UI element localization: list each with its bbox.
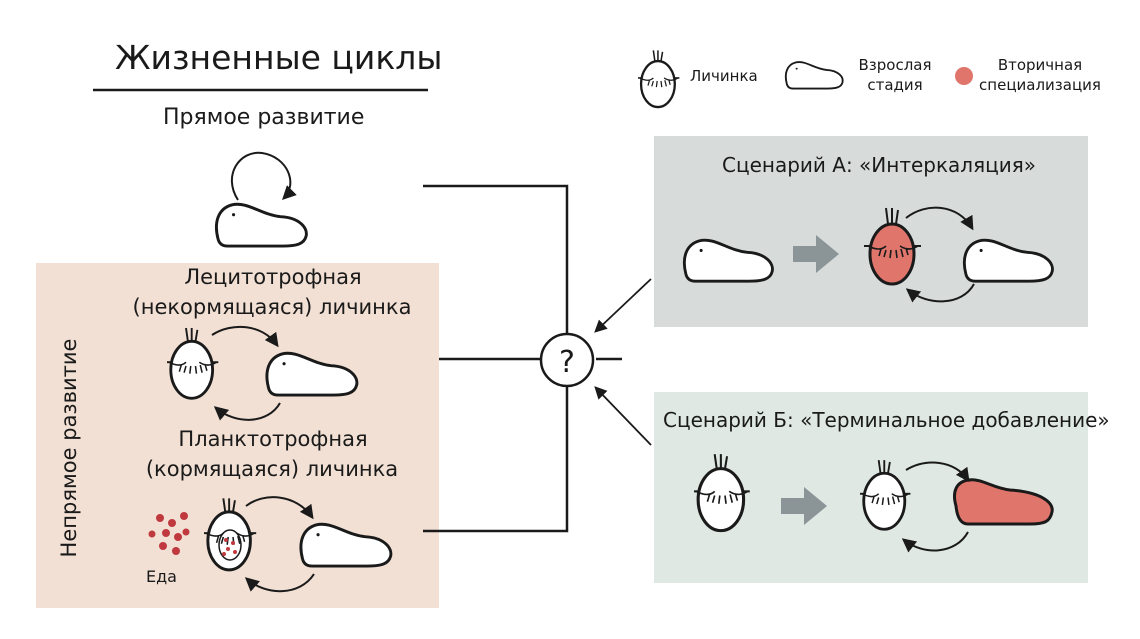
food-particles [148, 512, 190, 555]
legend-adult-line2: стадия [867, 76, 923, 94]
legend-adult-line1: Взрослая [858, 56, 932, 74]
scenario-a-secondary-larva [868, 222, 916, 286]
scenario-a-arrow [594, 278, 652, 333]
legend-secondary-line2: специализация [979, 76, 1101, 94]
planktotrophic-line1: Планктотрофная [178, 427, 368, 451]
direct-development-label: Прямое развитие [163, 105, 365, 130]
planktotrophic-arrow-back [244, 573, 315, 593]
legend-secondary-icon [955, 67, 973, 85]
scenario-b-arrow-forward [905, 461, 970, 483]
scenario-a-transition-arrow [793, 235, 839, 273]
scenario-a-arrow-forward [905, 206, 974, 231]
legend-larva-label: Личинка [690, 67, 758, 85]
direct-adult [214, 202, 308, 248]
legend-larva-icon [636, 49, 681, 109]
scenario-b-arrow [594, 386, 652, 446]
lecithotrophic-arrow-back [213, 402, 281, 421]
scenario-a-title: Сценарий А: «Интеркаляция» [722, 153, 1036, 177]
direct-cycle-arrow [230, 151, 297, 201]
planktotrophic-arrow-forward [245, 496, 314, 520]
lecithotrophic-line1: Лецитотрофная [184, 265, 362, 289]
scenario-b-arrow-back [901, 531, 969, 553]
larva-gut [218, 529, 242, 561]
indirect-development-label: Непрямое развитие [57, 338, 81, 558]
food-label: Еда [146, 567, 177, 586]
scenario-a-panel [654, 136, 1088, 327]
legend-secondary-line1: Вторичная [997, 56, 1083, 74]
question-circle [539, 332, 595, 388]
lecithotrophic-line2: (некормящаяся) личинка [132, 295, 412, 319]
question-mark: ? [559, 345, 575, 380]
planktotrophic-line2: (кормящаяся) личинка [145, 457, 399, 481]
page-title: Жизненные циклы [115, 38, 443, 77]
lecithotrophic-arrow-forward [211, 325, 279, 348]
legend-adult-icon [784, 61, 844, 90]
gut-food [222, 538, 237, 556]
scenario-a-arrow-back [905, 283, 975, 303]
scenario-b-title: Сценарий Б: «Терминальное добавление» [663, 408, 1110, 432]
connector-lines [423, 184, 622, 533]
scenario-b-transition-arrow [781, 487, 827, 525]
